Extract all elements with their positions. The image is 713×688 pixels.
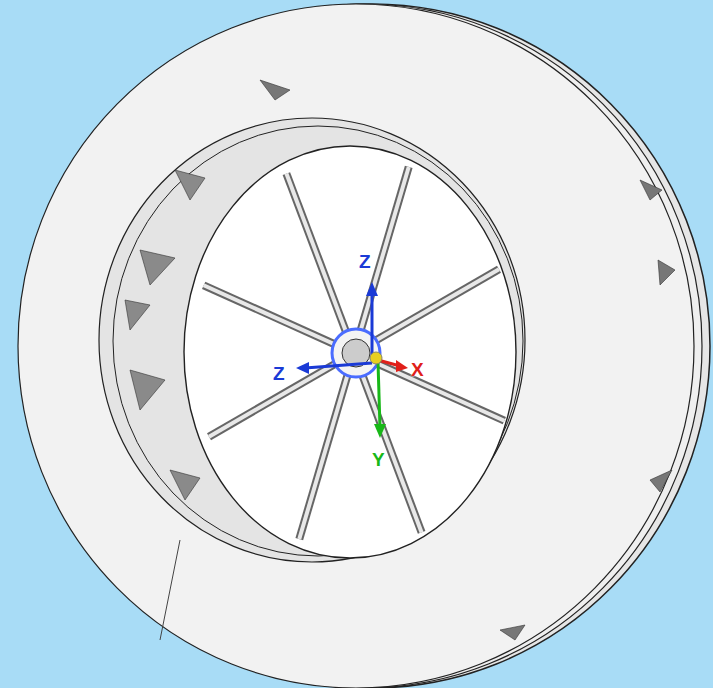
spoke <box>286 174 354 353</box>
axis-label: Y <box>372 450 385 469</box>
spoke <box>354 353 422 532</box>
axis-label: X <box>411 360 424 379</box>
spoke-face <box>286 174 354 353</box>
axis-label: Z <box>273 364 285 383</box>
spoke-face <box>354 353 422 532</box>
axis-label: Z <box>359 252 371 271</box>
